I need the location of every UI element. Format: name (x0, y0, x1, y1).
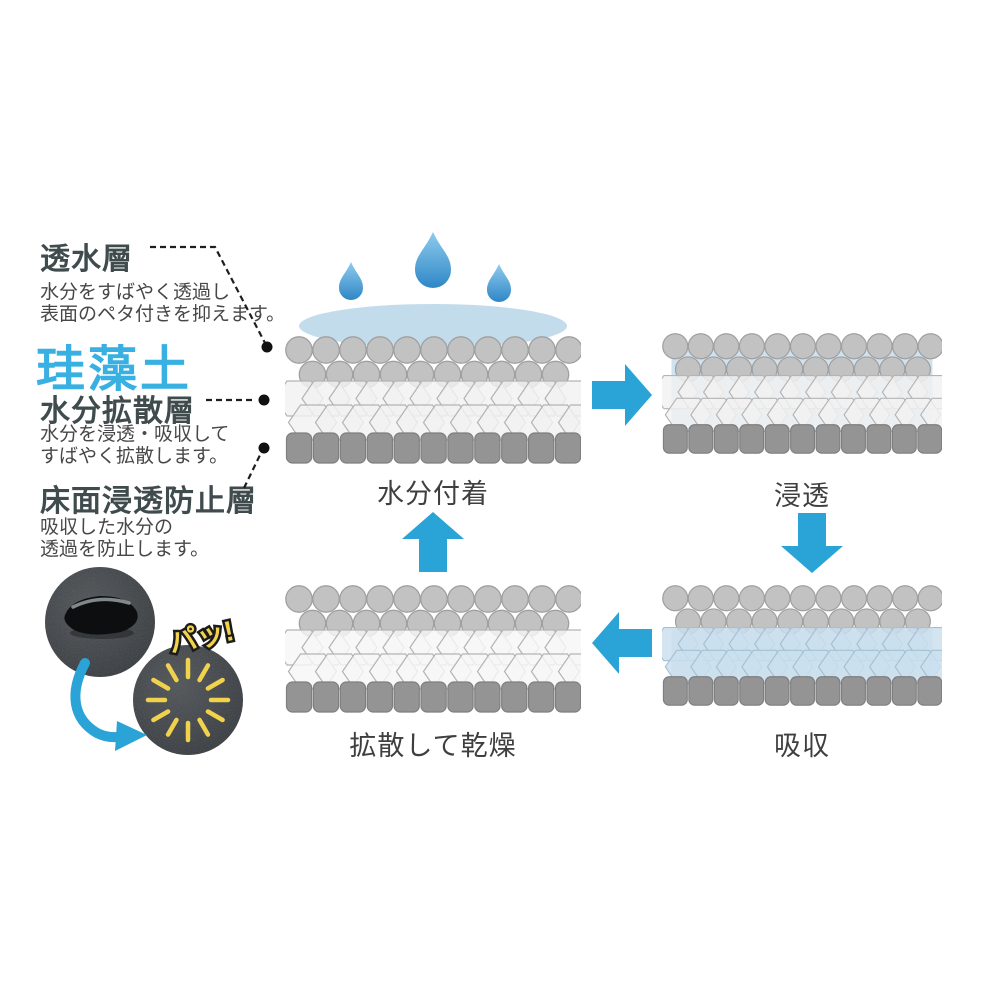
water-droplets-icon (339, 232, 511, 302)
droplet-icon (339, 262, 363, 300)
step-label-absorb: 吸収 (774, 731, 830, 761)
diagram-moisture-attach (285, 226, 581, 466)
surface-photos: パッ! (45, 567, 243, 755)
arrow-right-icon (592, 364, 652, 426)
brand-title-keisodo: 珪藻土 (36, 343, 193, 397)
burst-rays-icon (145, 657, 231, 743)
water-puddle (299, 304, 567, 348)
arrow-down-icon (781, 513, 843, 573)
curved-arrow-icon (70, 658, 147, 751)
step-label-dry: 拡散して乾燥 (349, 731, 517, 761)
diagram-diffuse-dry (285, 585, 581, 715)
black-water-droplet (64, 596, 138, 635)
diagram-absorption (662, 585, 942, 708)
droplet-icon (487, 264, 511, 302)
permeable-layer-desc: 水分をすばやく透過し 表面のペタ付きを抑えます。 (40, 282, 286, 326)
photo-dry-surface (133, 645, 243, 755)
diagram-permeation (662, 333, 942, 456)
label-diffusion-layer: 水分拡散層 (40, 395, 195, 428)
burst-text: パッ! (166, 615, 236, 659)
droplet-icon (415, 232, 451, 288)
leader-dot (258, 394, 270, 406)
leader-dot (258, 442, 270, 454)
photo-droplet-on-surface (45, 567, 155, 677)
leader-dot (261, 341, 273, 353)
arrow-up-icon (402, 512, 464, 572)
label-permeable-layer: 透水層 (40, 243, 133, 276)
arrow-left-icon (592, 612, 652, 674)
diffusion-layer-desc: 水分を浸透・吸収して すばやく拡散します。 (40, 424, 230, 468)
barrier-layer-desc: 吸収した水分の 透過を防止します。 (40, 517, 210, 561)
step-label-permeate: 浸透 (774, 481, 830, 511)
label-barrier-layer: 床面浸透防止層 (40, 485, 257, 518)
step-label-attach: 水分付着 (377, 479, 489, 509)
